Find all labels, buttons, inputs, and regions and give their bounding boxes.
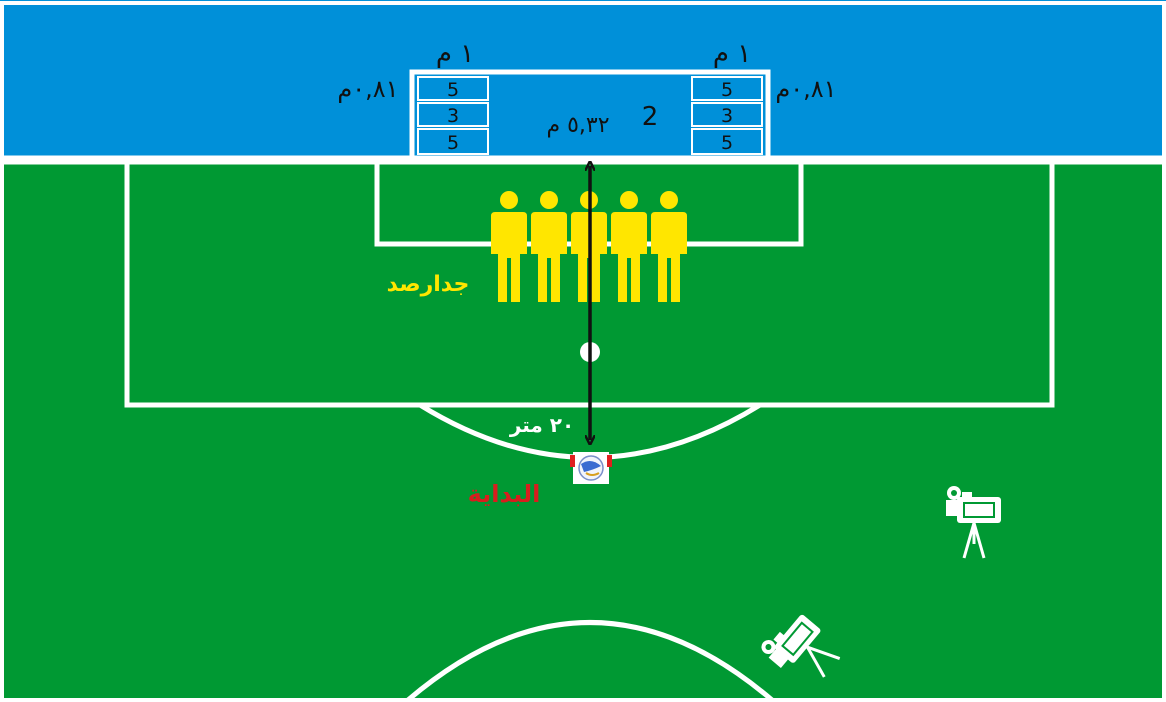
left-height-label: ٠,٨١م [337, 75, 398, 103]
right-height-label: ٠,٨١م [775, 75, 836, 103]
goal-right-zone-bottom-value: 5 [721, 132, 733, 154]
goal-right-zone-middle-value: 3 [721, 105, 733, 127]
goal-center-zone-number: 2 [642, 102, 659, 132]
goal-right-zone-top-value: 5 [721, 79, 733, 101]
start-label: البداية [468, 480, 541, 508]
right-post-width-label: ١ م [713, 39, 751, 69]
left-post-width-label: ١ م [436, 39, 474, 69]
goal-left-zone-bottom-value: 5 [447, 132, 459, 154]
ball-icon [570, 452, 612, 484]
goal-left-zone-top-value: 5 [447, 79, 459, 101]
wall-label: جدارصد [387, 272, 470, 297]
goal-width-label: ٥,٣٢ م [546, 113, 609, 138]
goal-left-zone-middle-value: 3 [447, 105, 459, 127]
distance-label: ٢٠ متر [509, 413, 574, 437]
